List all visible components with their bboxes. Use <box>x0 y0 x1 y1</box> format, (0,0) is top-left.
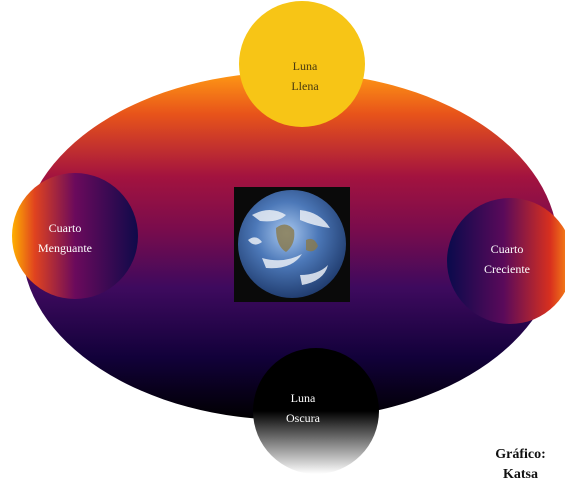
credit-text: Gráfico: Katsa <box>495 447 546 482</box>
full-moon-label: Luna Llena <box>291 59 319 93</box>
full-moon <box>239 1 365 127</box>
waning-quarter-moon <box>12 173 138 299</box>
new-moon <box>253 348 379 474</box>
waxing-quarter-moon <box>447 198 565 324</box>
new-moon-label: Luna Oscura <box>286 391 320 425</box>
waning-quarter-label: Cuarto Menguante <box>38 221 92 255</box>
waxing-quarter-label: Cuarto Creciente <box>484 242 530 276</box>
earth-image <box>234 187 350 302</box>
